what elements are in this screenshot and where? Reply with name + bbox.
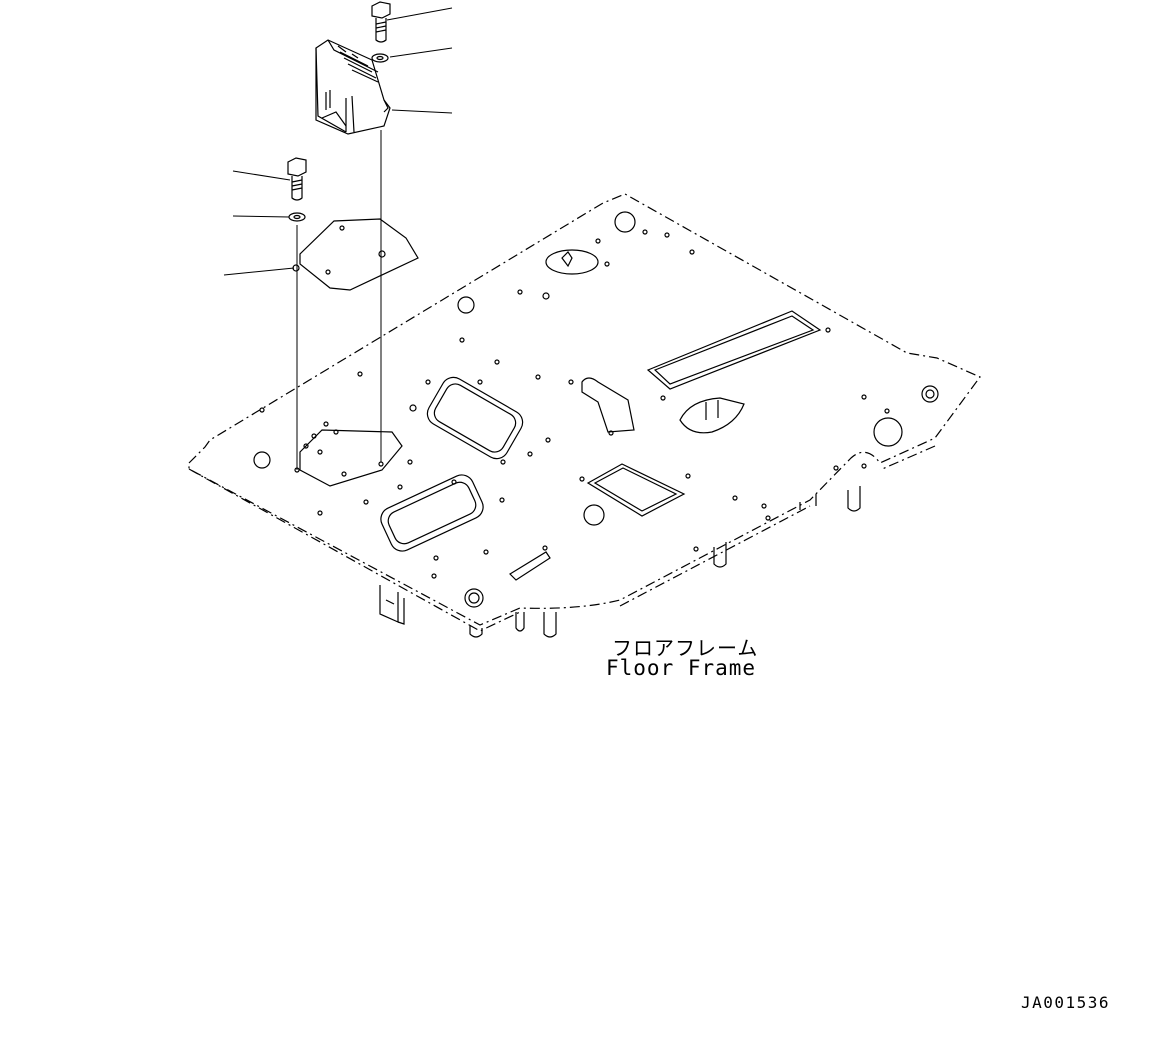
part-name-japanese: フロアフレーム (612, 636, 759, 660)
floor-frame-edge (188, 468, 521, 632)
hole (873, 417, 903, 447)
lever-boss-clip (561, 251, 573, 268)
console-cutout (299, 429, 403, 487)
bracket-plate-hole (339, 225, 345, 231)
switch-box (315, 39, 391, 135)
opening-lower-inner (387, 481, 477, 545)
hole (253, 451, 271, 469)
small-holes (259, 229, 890, 579)
underside-posts (379, 486, 861, 638)
connector-slot (509, 551, 551, 581)
assembly-lines (296, 130, 382, 470)
lever-boss (545, 249, 599, 275)
slot-lever (581, 377, 635, 433)
opening-rear (586, 463, 686, 517)
assembly-target-holes (294, 461, 384, 473)
pedal-opening (679, 397, 745, 434)
bracket-plate-outline (299, 218, 419, 291)
leader-lines (223, 7, 453, 276)
opening-center-inner (433, 383, 517, 453)
washer-upper (371, 53, 389, 63)
slot-long (646, 310, 822, 390)
floor-frame-outline (188, 193, 981, 626)
mount-boss (921, 385, 939, 403)
bolt-lower (287, 157, 307, 201)
hole (457, 296, 475, 314)
mount-boss (464, 588, 484, 608)
slot-long-inner (653, 315, 815, 385)
bolt-upper (371, 1, 391, 43)
floor-frame-edge-right (619, 445, 936, 607)
pedal-opening-post (705, 400, 719, 420)
washer-lower (288, 212, 306, 222)
opening-rear-inner (593, 467, 678, 512)
floor-frame (188, 193, 981, 638)
drawing-number: JA001536 (1021, 993, 1111, 1012)
hole (614, 211, 636, 233)
opening-lower (380, 474, 484, 552)
bracket-plate-hole (325, 269, 331, 275)
opening-center (426, 376, 524, 460)
part-name-english: Floor Frame (606, 656, 757, 680)
mount-boss-inner (468, 592, 480, 604)
bracket-plate-hole (378, 250, 386, 258)
hole (583, 504, 605, 526)
bracket-plate (292, 218, 419, 291)
mount-boss-inner (925, 389, 935, 399)
